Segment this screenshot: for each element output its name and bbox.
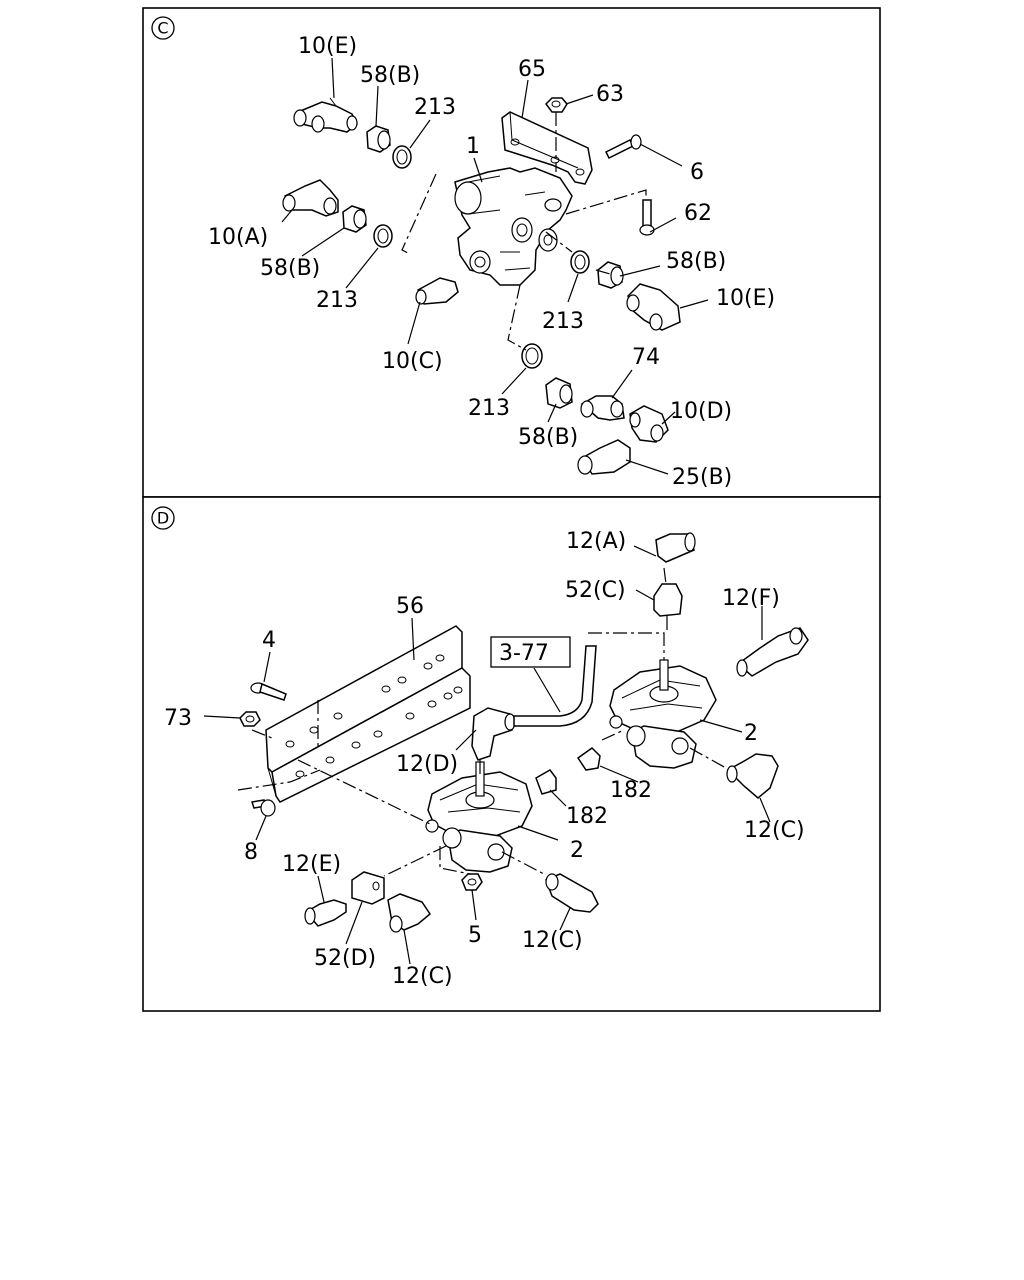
fitting-12e	[304, 899, 347, 927]
label-1: 1	[466, 134, 480, 159]
elbow-fitting-10e-right	[626, 283, 681, 331]
adapter-52c	[653, 583, 683, 617]
label-2-left: 2	[570, 838, 584, 863]
cap-12c-bottom	[545, 873, 599, 913]
elbow-12a	[655, 532, 696, 563]
elbow-fitting-10e-top	[293, 97, 358, 133]
label-10a: 10(A)	[208, 225, 268, 250]
label-73: 73	[164, 706, 192, 731]
bolt-part-6	[604, 134, 642, 160]
label-213-left: 213	[316, 288, 358, 313]
label-2-right: 2	[744, 721, 758, 746]
assembly-line-c3	[507, 284, 527, 351]
labels-d: 12(A) 52(C) 12(F) 56 4 73 2 12(D) 182 18…	[164, 529, 805, 989]
label-12a: 12(A)	[566, 529, 626, 554]
label-62: 62	[684, 201, 712, 226]
assembly-line-c5	[565, 189, 647, 215]
adapter-58b-left	[342, 205, 367, 233]
leaders-d	[203, 545, 771, 965]
valve-body-part-1	[454, 167, 573, 286]
label-56: 56	[396, 594, 424, 619]
labels-c: 10(E) 58(B) 213 65 63 1 6 10(A) 58(B) 21…	[208, 34, 775, 490]
section-d-panel	[142, 496, 881, 1012]
plug-182-right	[576, 747, 601, 771]
label-10d: 10(D)	[670, 399, 732, 424]
label-52d: 52(D)	[314, 946, 376, 971]
air-tube	[513, 645, 597, 727]
assembly-line-c2	[545, 231, 611, 275]
label-213-top: 213	[414, 95, 456, 120]
label-8: 8	[244, 840, 258, 865]
washer-213-left	[373, 224, 393, 248]
label-58b-right: 58(B)	[666, 249, 726, 274]
label-213-bottom: 213	[468, 396, 510, 421]
label-213-right: 213	[542, 309, 584, 334]
ref-box-3-77: 3-77	[490, 636, 571, 668]
label-58b-left: 58(B)	[260, 256, 320, 281]
assembly-line-d3	[251, 700, 431, 825]
label-12c-bottom: 12(C)	[522, 928, 583, 953]
assembly-line-d4	[237, 769, 321, 791]
label-10c: 10(C)	[382, 349, 443, 374]
label-58b-bottom: 58(B)	[518, 425, 578, 450]
relay-valve-part-2-left	[425, 761, 533, 873]
label-74: 74	[632, 345, 660, 370]
label-12c-right: 12(C)	[744, 818, 805, 843]
bolt-part-8	[251, 799, 276, 817]
sensor-25b	[577, 439, 631, 475]
ref-label-3-77: 3-77	[499, 641, 549, 666]
svg-text:C: C	[157, 19, 168, 38]
label-63: 63	[596, 82, 624, 107]
label-10e-top: 10(E)	[298, 34, 357, 59]
adapter-58b-top	[366, 125, 391, 153]
assembly-line-d5	[383, 845, 471, 877]
connector-10c	[415, 277, 459, 305]
assembly-line-d6	[501, 851, 545, 875]
label-25b: 25(B)	[672, 465, 732, 490]
adapter-58b-bottom	[545, 377, 573, 409]
assembly-line-c1	[401, 173, 437, 255]
label-182-right: 182	[610, 778, 652, 803]
label-12e: 12(E)	[282, 852, 341, 877]
fitting-12f	[736, 627, 809, 677]
label-182-left: 182	[566, 804, 608, 829]
relay-valve-part-2-right	[609, 659, 717, 769]
label-12d: 12(D)	[396, 752, 458, 777]
svg-text:D: D	[157, 509, 169, 528]
label-6: 6	[690, 160, 704, 185]
tee-fitting-74	[580, 395, 625, 421]
nut-part-73	[239, 711, 261, 727]
block-52d	[351, 871, 385, 905]
assembly-line-d1	[588, 632, 665, 660]
washer-213-right	[570, 250, 590, 274]
bracket-plate-part-56	[265, 625, 471, 803]
plug-182-left	[535, 769, 557, 795]
leaders-c	[281, 57, 709, 475]
elbow-12c-bottom-left	[387, 893, 431, 933]
adapter-58b-right	[597, 261, 624, 289]
elbow-fitting-10a	[282, 179, 339, 217]
washer-213-top	[392, 145, 412, 169]
elbow-12c-right	[726, 753, 779, 799]
elbow-fitting-10d	[629, 405, 669, 443]
section-c-marker: C	[151, 16, 175, 40]
label-12f: 12(F)	[722, 586, 780, 611]
label-5: 5	[468, 923, 482, 948]
label-10e-right: 10(E)	[716, 286, 775, 311]
label-52c: 52(C)	[565, 578, 626, 603]
label-12c-bottom-left: 12(C)	[392, 964, 453, 989]
washer-213-bottom	[521, 343, 543, 369]
assembly-line-d7	[601, 729, 727, 769]
elbow-12d	[471, 707, 516, 761]
bolt-part-4	[250, 682, 287, 701]
label-65: 65	[518, 57, 546, 82]
label-4: 4	[262, 628, 276, 653]
assembly-line-d2	[663, 567, 668, 632]
bracket-part-65	[501, 111, 593, 185]
label-58b-top: 58(B)	[360, 63, 420, 88]
section-d-marker: D	[151, 506, 175, 530]
